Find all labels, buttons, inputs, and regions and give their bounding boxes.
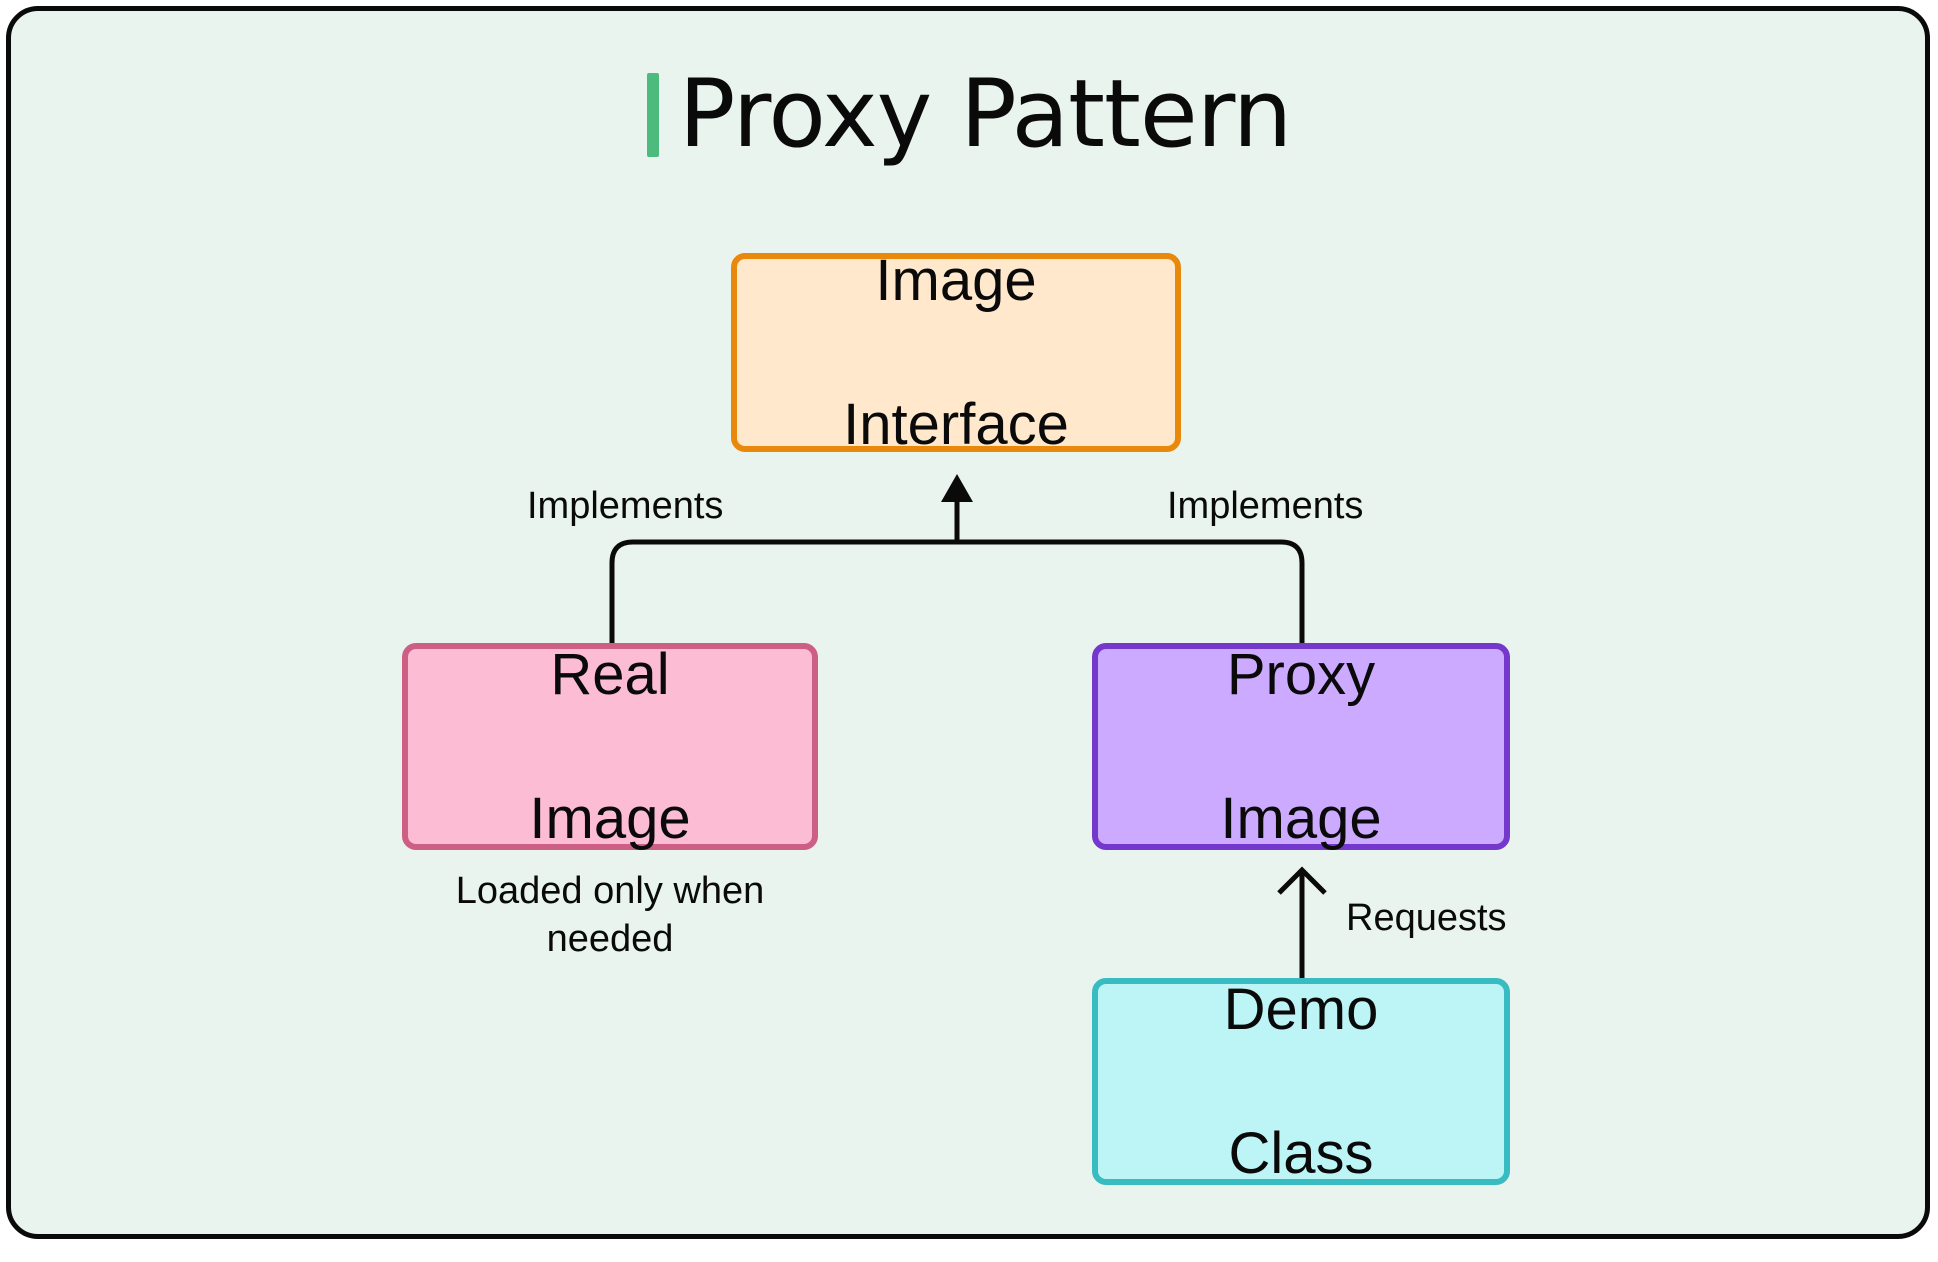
real-image-note-line2: needed bbox=[546, 918, 674, 960]
demo-class-node: Demo Class bbox=[1092, 977, 1510, 1186]
proxy-implements-label: Implements bbox=[1167, 485, 1364, 527]
real-image-node: Real Image bbox=[402, 642, 818, 851]
real-image-note: Loaded only when needed bbox=[402, 867, 818, 963]
real-image-note-line1: Loaded only when bbox=[455, 870, 765, 912]
title-area: Proxy Pattern bbox=[0, 68, 1938, 162]
image-interface-node: Image Interface bbox=[731, 248, 1181, 457]
proxy-image-line1: Proxy bbox=[1226, 641, 1376, 707]
real-image-line2: Image bbox=[529, 785, 691, 851]
title-accent-bar bbox=[646, 73, 659, 157]
demo-class-line2: Class bbox=[1228, 1120, 1374, 1186]
image-interface-line2: Interface bbox=[843, 391, 1069, 457]
proxy-image-node: Proxy Image bbox=[1092, 642, 1510, 851]
real-image-line1: Real bbox=[550, 641, 670, 707]
requests-label: Requests bbox=[1346, 897, 1507, 939]
demo-class-line1: Demo bbox=[1223, 976, 1379, 1042]
proxy-image-line2: Image bbox=[1220, 785, 1382, 851]
diagram-title: Proxy Pattern bbox=[678, 60, 1293, 169]
image-interface-line1: Image bbox=[875, 247, 1037, 313]
real-implements-label: Implements bbox=[527, 485, 724, 527]
